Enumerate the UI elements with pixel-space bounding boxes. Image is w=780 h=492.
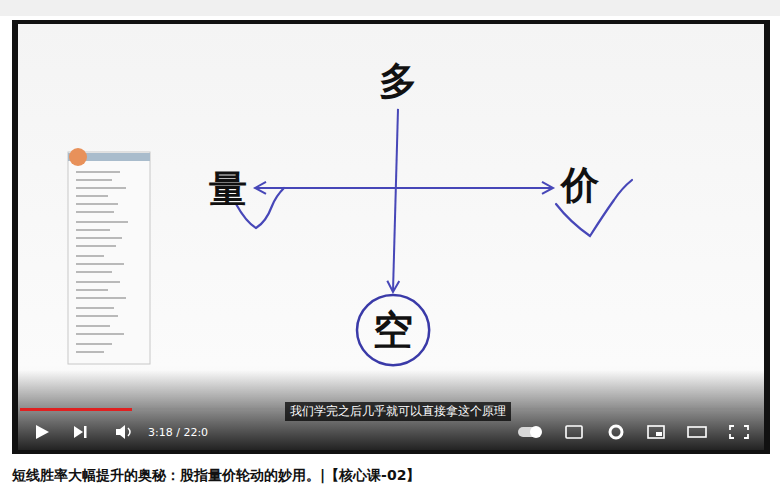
video-title: 短线胜率大幅提升的奥秘：股指量价轮动的妙用。|【核心课-02】 — [12, 467, 420, 485]
axis-node: 价 — [557, 161, 603, 211]
subtitle: 我们学完之后几乎就可以直接拿这个原理 — [285, 402, 511, 421]
window-rows — [76, 172, 128, 352]
axis-arrow — [255, 187, 553, 189]
axis-node: 空 — [355, 292, 431, 368]
axis-node: 量 — [205, 165, 251, 215]
miniplayer-icon — [648, 426, 664, 438]
player-controls — [36, 425, 748, 439]
time-display: 3:18 / 22:0 — [148, 426, 208, 439]
theater-icon — [688, 427, 706, 437]
whiteboard — [18, 24, 764, 450]
axis-word: 多 — [379, 61, 417, 103]
window-panel — [68, 152, 150, 364]
next-icon — [74, 426, 83, 438]
cursor-dot — [69, 148, 87, 166]
subtitles-icon — [566, 426, 582, 438]
volume-icon — [116, 425, 125, 439]
next-bar — [84, 426, 87, 438]
autoplay-knob — [530, 426, 542, 438]
miniplayer-inner — [656, 432, 662, 436]
axis-word: 价 — [561, 165, 599, 207]
volume-wave — [128, 428, 130, 436]
axis-word: 空 — [373, 308, 413, 352]
circle-outline-stroke — [357, 295, 429, 365]
fullscreen-icon — [730, 426, 748, 438]
play-icon — [36, 425, 49, 439]
player-frame — [12, 20, 770, 454]
axis-arrow — [393, 109, 398, 292]
top-strip — [0, 0, 780, 16]
thumbnail-window — [68, 148, 150, 364]
settings-icon — [610, 426, 622, 438]
control-shade — [18, 370, 764, 450]
axis-node: 多 — [375, 57, 421, 107]
axis-word: 量 — [209, 169, 247, 211]
progress-played — [20, 408, 132, 411]
